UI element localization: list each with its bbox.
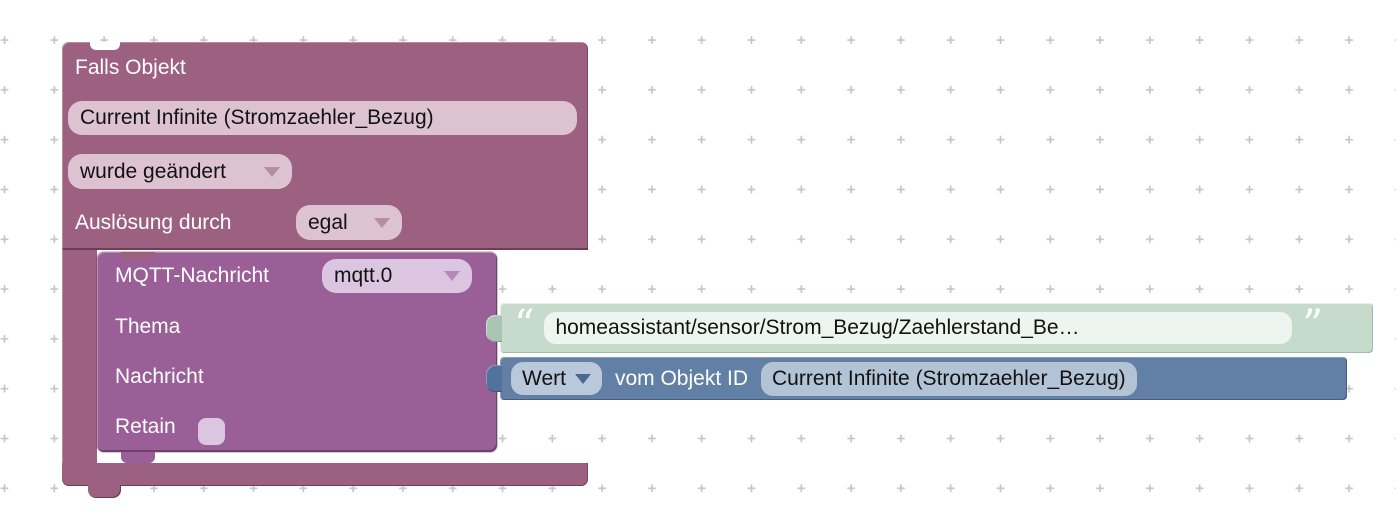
trigger-next-connector-tab [88, 485, 121, 498]
trigger-caused-by-dropdown[interactable]: egal [296, 205, 402, 240]
value-attribute-dropdown[interactable]: Wert [511, 362, 602, 395]
topic-text-value: homeassistant/sensor/Strom_Bezug/Zaehler… [555, 316, 1080, 339]
chevron-down-icon [444, 271, 460, 281]
mqtt-instance-value: mqtt.0 [334, 264, 393, 287]
trigger-event-dropdown[interactable]: wurde geändert [68, 154, 292, 189]
value-block-left-puzzle-tab [486, 365, 502, 392]
value-object-id-field[interactable]: Current Infinite (Stromzaehler_Bezug) [761, 361, 1137, 396]
trigger-object-id-field[interactable]: Current Infinite (Stromzaehler_Bezug) [68, 101, 577, 135]
trigger-caused-by-value: egal [308, 210, 348, 234]
block-mqtt-nachricht[interactable]: MQTT-Nachricht mqtt.0 Thema Nachricht Re… [97, 252, 497, 452]
block-text-topic[interactable]: “ homeassistant/sensor/Strom_Bezug/Zaehl… [500, 303, 1373, 353]
chevron-down-icon [264, 166, 280, 177]
chevron-down-icon [574, 373, 591, 384]
block-trigger-falls-objekt[interactable]: Falls Objekt Current Infinite (Stromzaeh… [62, 42, 588, 250]
trigger-caused-by-label: Auslösung durch [75, 211, 232, 234]
trigger-bottom-bar [62, 463, 588, 486]
value-attribute-value: Wert [522, 366, 566, 390]
mqtt-message-label: Nachricht [115, 365, 204, 388]
statement-connector-nub [121, 252, 155, 260]
value-object-id-value: Current Infinite (Stromzaehler_Bezug) [772, 366, 1126, 390]
trigger-left-wall [62, 250, 97, 463]
mqtt-instance-dropdown[interactable]: mqtt.0 [322, 259, 472, 293]
mqtt-retain-label: Retain [115, 415, 176, 438]
mqtt-next-connector-tab [121, 452, 155, 463]
trigger-title-label: Falls Objekt [75, 56, 186, 79]
open-quote-icon: “ [514, 302, 535, 348]
string-block-left-puzzle-tab [486, 315, 502, 342]
trigger-event-value: wurde geändert [80, 159, 226, 183]
mqtt-topic-label: Thema [115, 315, 181, 338]
block-wert-vom-objekt[interactable]: Wert vom Objekt ID Current Infinite (Str… [500, 357, 1347, 400]
topic-text-field[interactable]: homeassistant/sensor/Strom_Bezug/Zaehler… [544, 312, 1293, 344]
mqtt-retain-checkbox[interactable] [198, 418, 225, 445]
value-object-label: vom Objekt ID [614, 366, 748, 390]
close-quote-icon: ” [1302, 302, 1323, 348]
trigger-top-notch [90, 42, 120, 50]
mqtt-title-label: MQTT-Nachricht [115, 264, 270, 287]
trigger-object-id-value: Current Infinite (Stromzaehler_Bezug) [80, 106, 434, 129]
chevron-down-icon [374, 217, 390, 228]
